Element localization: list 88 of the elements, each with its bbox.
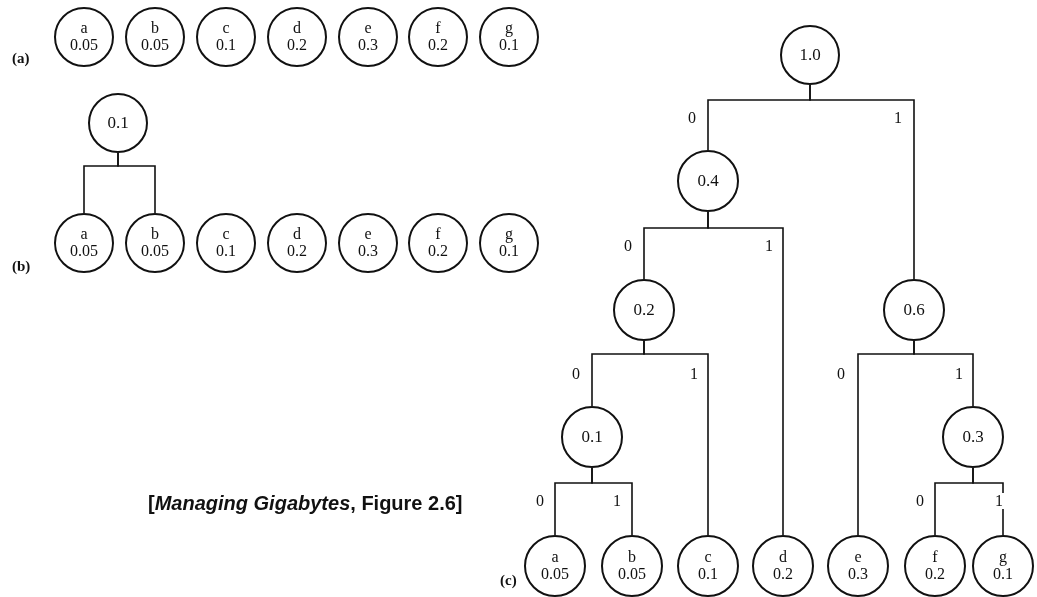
probability-value: 0.3 <box>358 243 378 260</box>
tree-node-circle <box>196 7 256 67</box>
tree-branch-line <box>913 340 974 407</box>
source-caption: [Managing Gigabytes, Figure 2.6] <box>148 492 463 515</box>
symbol-label: g <box>999 549 1007 566</box>
probability-value: 0.1 <box>216 37 236 54</box>
probability-value: 0.2 <box>633 301 655 319</box>
probability-value: 0.2 <box>428 37 448 54</box>
probability-value: 0.05 <box>141 243 169 260</box>
tree-branch-line <box>643 340 709 536</box>
probability-value: 0.05 <box>70 243 98 260</box>
edge-label: 0 <box>836 366 846 382</box>
tree-node-circle <box>88 93 148 153</box>
tree-node-circle <box>338 7 398 67</box>
tree-node-circle <box>54 7 114 67</box>
tree-node-circle <box>125 7 185 67</box>
tree-branch-line <box>809 84 915 280</box>
tree-branch-line <box>972 467 1004 536</box>
probability-value: 0.1 <box>581 428 603 446</box>
tree-node-circle <box>54 213 114 273</box>
tree-branch-line <box>117 152 156 214</box>
edge-label: 1 <box>994 493 1004 509</box>
edge-label: 0 <box>623 238 633 254</box>
panel-label: (c) <box>500 572 517 589</box>
symbol-label: b <box>151 226 159 243</box>
tree-node-circle <box>338 213 398 273</box>
tree-node-circle <box>196 213 256 273</box>
symbol-label: a <box>80 20 88 37</box>
probability-value: 0.2 <box>925 566 945 583</box>
edge-label: 0 <box>687 110 697 126</box>
probability-value: 0.1 <box>499 243 519 260</box>
tree-node-circle <box>780 25 840 85</box>
symbol-label: f <box>435 226 441 243</box>
symbol-label: g <box>505 226 513 243</box>
probability-value: 1.0 <box>799 46 821 64</box>
panel-label: (b) <box>12 258 31 275</box>
probability-value: 0.1 <box>216 243 236 260</box>
symbol-label: c <box>222 20 230 37</box>
symbol-label: g <box>505 20 513 37</box>
probability-value: 0.05 <box>141 37 169 54</box>
probability-value: 0.4 <box>697 172 719 190</box>
probability-value: 0.2 <box>287 243 307 260</box>
edge-label: 0 <box>571 366 581 382</box>
probability-value: 0.2 <box>428 243 448 260</box>
symbol-label: b <box>151 20 159 37</box>
symbol-label: e <box>364 226 372 243</box>
symbol-label: a <box>551 549 559 566</box>
probability-value: 0.2 <box>773 566 793 583</box>
edge-label: 1 <box>954 366 964 382</box>
tree-node-circle <box>479 7 539 67</box>
symbol-label: d <box>293 20 301 37</box>
edge-label: 0 <box>535 493 545 509</box>
edge-label: 1 <box>764 238 774 254</box>
edge-label: 1 <box>893 110 903 126</box>
probability-value: 0.1 <box>698 566 718 583</box>
symbol-label: e <box>364 20 372 37</box>
probability-value: 0.2 <box>287 37 307 54</box>
symbol-label: b <box>628 549 636 566</box>
probability-value: 0.3 <box>358 37 378 54</box>
edge-label: 0 <box>915 493 925 509</box>
symbol-label: a <box>80 226 88 243</box>
probability-value: 0.05 <box>618 566 646 583</box>
symbol-label: f <box>932 549 938 566</box>
probability-value: 0.1 <box>993 566 1013 583</box>
tree-node-circle <box>267 213 327 273</box>
symbol-label: d <box>293 226 301 243</box>
probability-value: 0.1 <box>107 114 129 132</box>
tree-node-circle <box>125 213 185 273</box>
probability-value: 0.1 <box>499 37 519 54</box>
probability-value: 0.3 <box>962 428 984 446</box>
symbol-label: f <box>435 20 441 37</box>
symbol-label: c <box>222 226 230 243</box>
tree-branch-line <box>707 211 784 536</box>
tree-node-circle <box>479 213 539 273</box>
tree-node-circle <box>408 213 468 273</box>
edge-label: 1 <box>689 366 699 382</box>
symbol-label: e <box>854 549 862 566</box>
probability-value: 0.05 <box>70 37 98 54</box>
edge-label: 1 <box>612 493 622 509</box>
panel-label: (a) <box>12 50 30 67</box>
probability-value: 0.05 <box>541 566 569 583</box>
probability-value: 0.3 <box>848 566 868 583</box>
tree-node-circle <box>408 7 468 67</box>
symbol-label: c <box>704 549 712 566</box>
tree-branch-line <box>591 467 633 536</box>
probability-value: 0.6 <box>903 301 925 319</box>
symbol-label: d <box>779 549 787 566</box>
tree-node-circle <box>267 7 327 67</box>
